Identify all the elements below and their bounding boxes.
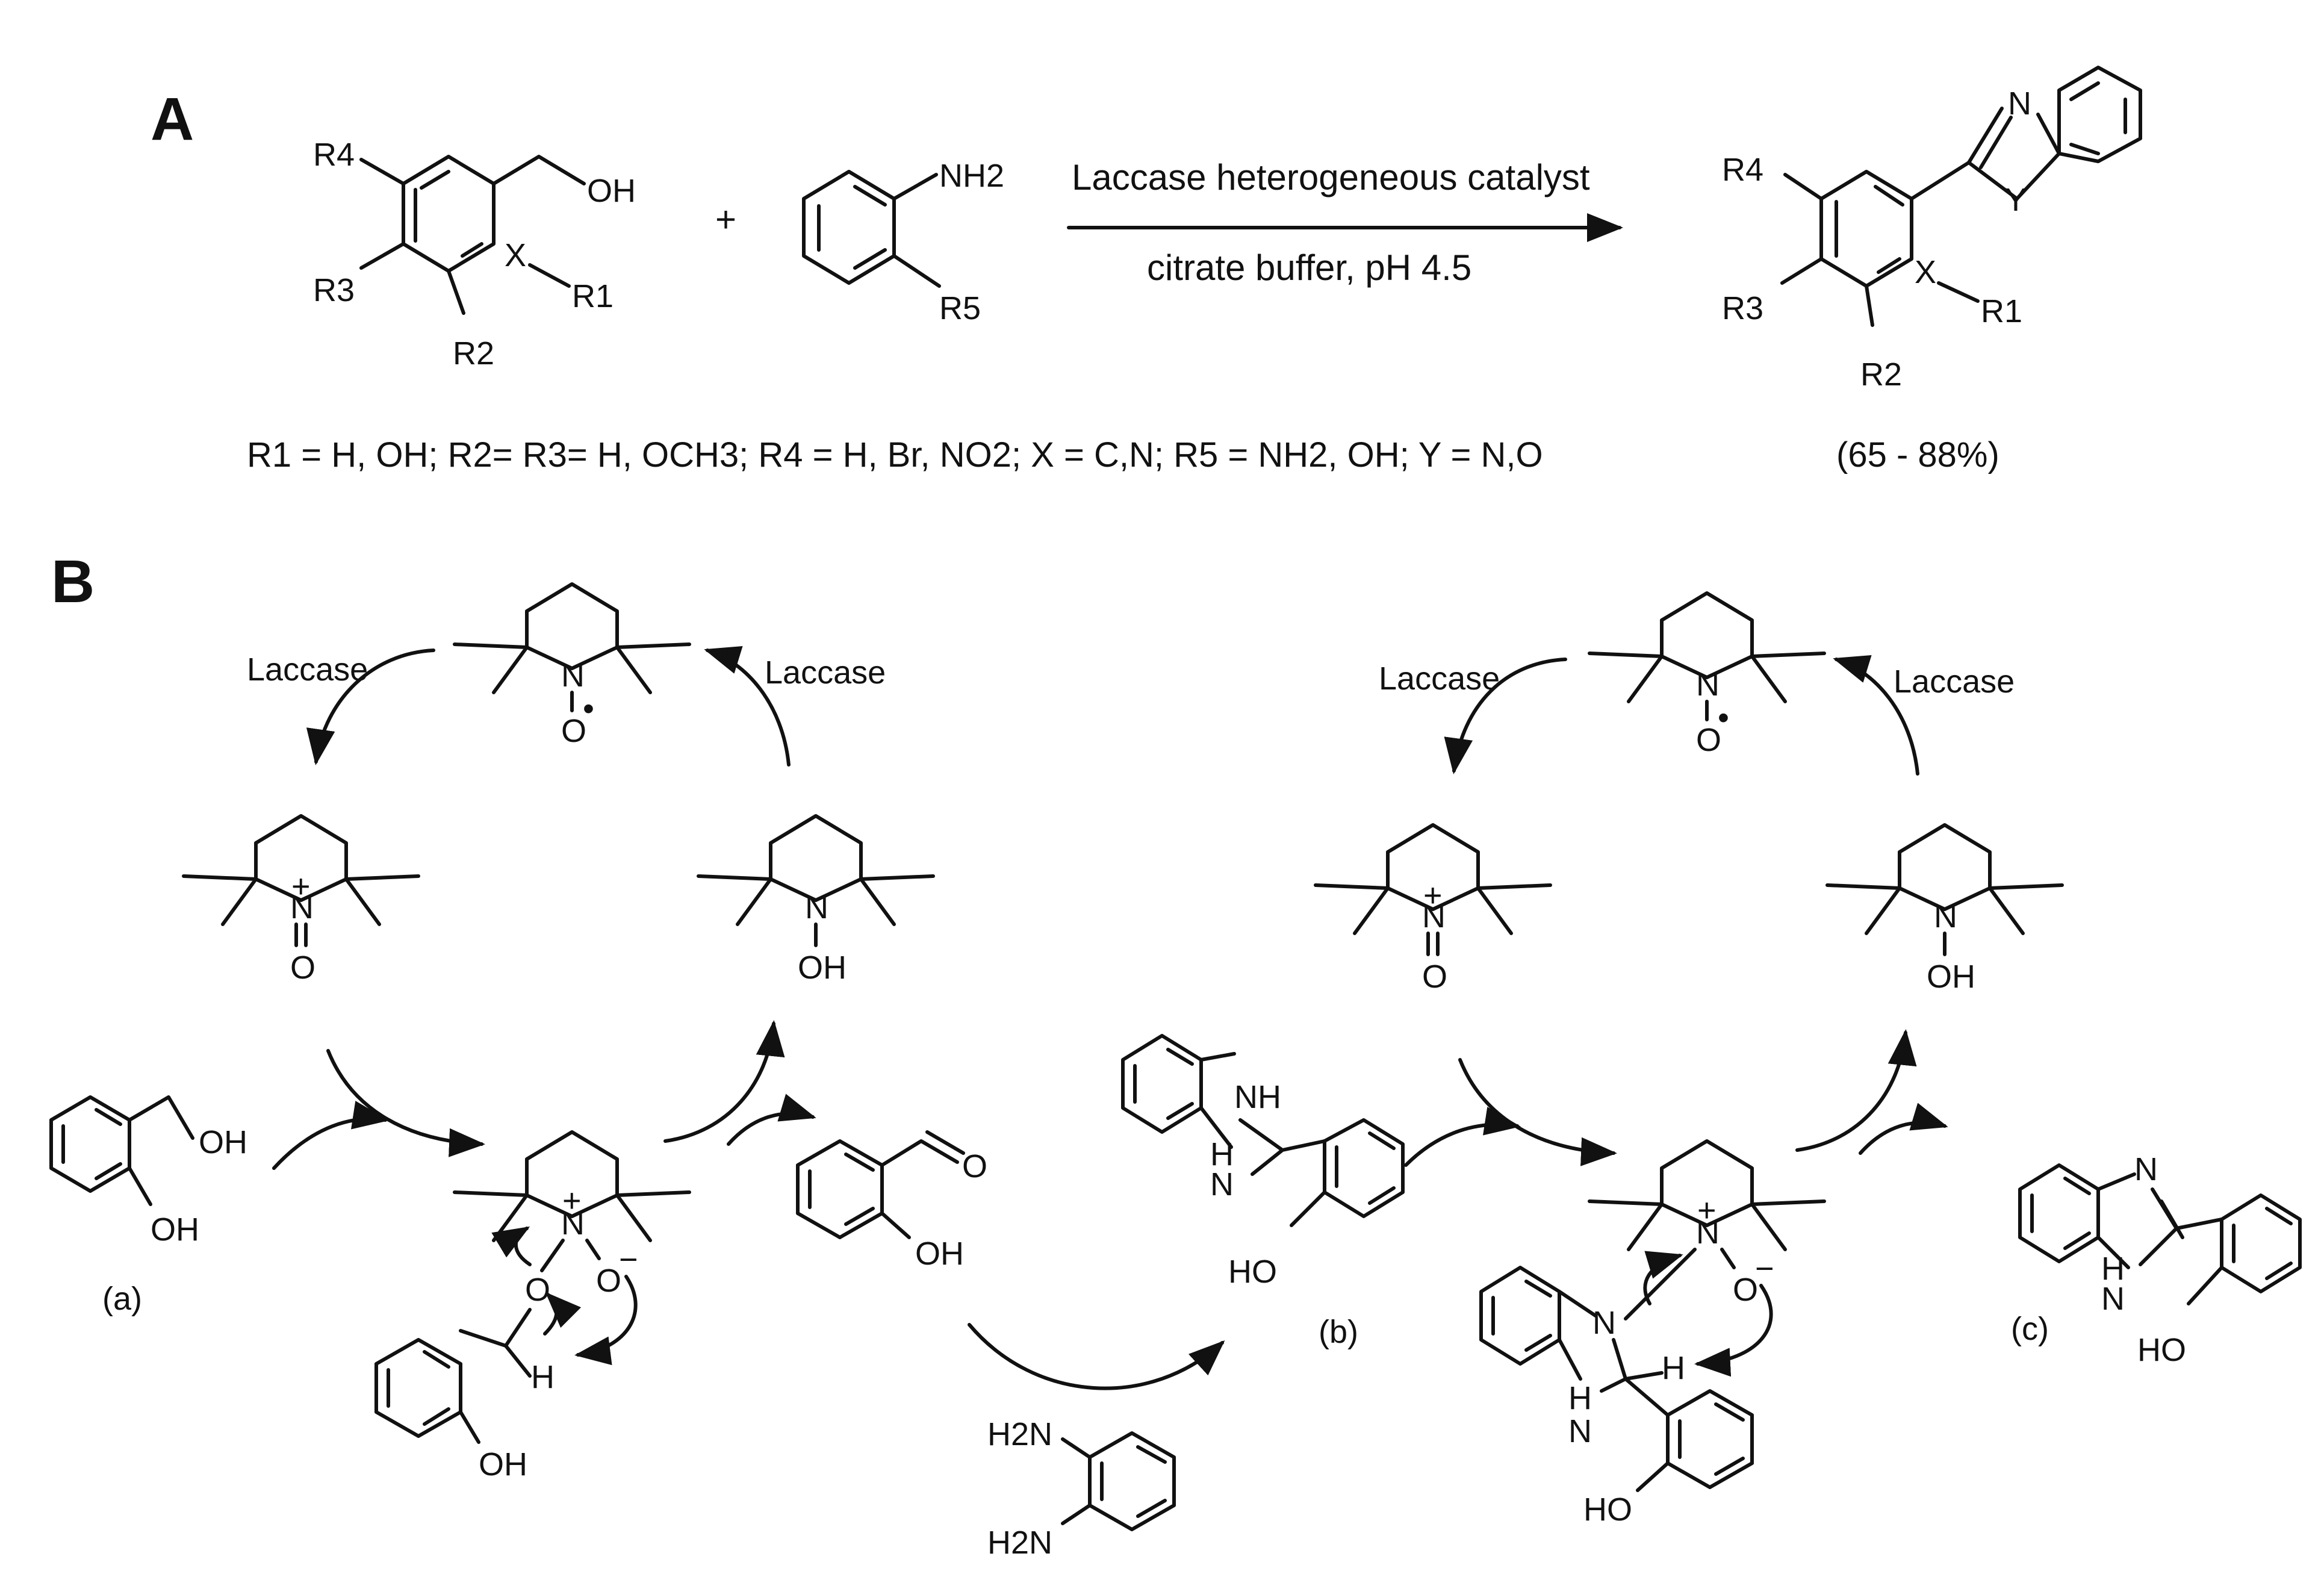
alkoxyamine-intermediate: N + O − O H OH [374, 1132, 689, 1482]
radical-dot: • [1718, 700, 1729, 736]
atom-r2: R2 [1860, 356, 1902, 393]
atom-h: H [1662, 1350, 1685, 1386]
hydroxylamine: N OH [1827, 825, 2062, 995]
atom-x: X [505, 237, 526, 273]
hydride-transfer-intermediate: N + O − N H H N HO [1479, 1141, 1824, 1528]
atom-ho: HO [2137, 1332, 2186, 1368]
atom-h: H [531, 1359, 555, 1395]
atom-o: O [962, 1148, 987, 1184]
charge-plus: + [1423, 877, 1443, 913]
atom-n: N [1696, 1215, 1720, 1251]
substrate-salicyl-alcohol: OH OH (a) [49, 1095, 247, 1317]
atom-oh: OH [798, 950, 847, 986]
atom-o: O [1422, 959, 1447, 995]
left-cycle: N O • N + O N OH Laccase Laccase [49, 584, 987, 1482]
atom-h: H [1568, 1380, 1592, 1416]
tempo-radical: N O • [1589, 593, 1824, 758]
charge-minus: − [619, 1242, 638, 1278]
atom-n: N [1210, 1166, 1234, 1202]
panel-b-label: B [51, 548, 95, 615]
atom-oh: OH [915, 1236, 964, 1272]
conditions-bottom: citrate buffer, pH 4.5 [1147, 247, 1471, 288]
atom-n: N [561, 658, 585, 694]
product-benzazole: N Y X R1 R4 R3 R2 [1722, 66, 2142, 393]
panel-b: B N O • N + O N OH Laccase Laccase [49, 548, 2302, 1561]
atom-r3: R3 [1722, 290, 1763, 326]
atom-n: N [2101, 1281, 2125, 1317]
tempo-radical: N O • [455, 584, 689, 749]
atom-n: N [1696, 667, 1720, 703]
atom-h2n: H2N [987, 1525, 1052, 1561]
salicylaldehyde: O OH [796, 1130, 987, 1272]
atom-n: N [1568, 1413, 1592, 1449]
substituent-definitions: R1 = H, OH; R2= R3= H, OCH3; R4 = H, Br,… [247, 435, 1543, 474]
plus-sign: + [715, 199, 736, 240]
atom-o: O [1696, 722, 1721, 758]
atom-oh: OH [151, 1212, 199, 1248]
atom-r1: R1 [1981, 293, 2022, 329]
oxoammonium-cation: N + O [1316, 825, 1550, 995]
right-cycle: N O • N + O N OH Laccase Laccase N [1316, 593, 2062, 1528]
charge-plus: + [1697, 1192, 1717, 1228]
atom-r1: R1 [572, 278, 614, 314]
atom-ho: HO [1583, 1492, 1632, 1528]
reactant-aniline: NH2 R5 [802, 158, 1004, 326]
panel-a: A OH X R1 R4 R3 R2 + NH2 R5 Laccase hete… [151, 66, 2142, 474]
benzimidazole-product-c: N H N HO (c) [2011, 1151, 2302, 1368]
charge-minus: − [1755, 1251, 1774, 1287]
benzimidazoline-b: NH H N HO (b) [1121, 1034, 1405, 1350]
atom-h: H [1210, 1136, 1234, 1172]
atom-y: Y [2005, 182, 2027, 218]
radical-dot: • [583, 691, 594, 727]
charge-plus: + [291, 868, 311, 904]
reaction-arrow: Laccase heterogeneous catalyst citrate b… [1067, 157, 1623, 288]
laccase-label: Laccase [765, 655, 886, 691]
reactant-benzyl-alcohol: OH X R1 R4 R3 R2 [313, 137, 636, 372]
atom-n: N [1592, 1305, 1616, 1341]
label-c: (c) [2011, 1311, 2049, 1347]
atom-o: O [525, 1272, 550, 1308]
hydroxylamine: N OH [698, 816, 933, 986]
atom-o: O [596, 1263, 621, 1299]
atom-r4: R4 [1722, 152, 1763, 188]
atom-ho: HO [1228, 1254, 1277, 1290]
atom-r5: R5 [939, 290, 981, 326]
laccase-label: Laccase [247, 652, 368, 688]
atom-r4: R4 [313, 137, 355, 173]
atom-h2n: H2N [987, 1416, 1052, 1452]
label-b: (b) [1319, 1314, 1358, 1350]
label-a: (a) [102, 1281, 142, 1317]
o-phenylenediamine: H2N H2N [987, 1416, 1176, 1561]
atom-nh: NH [1234, 1079, 1281, 1115]
atom-oh: OH [199, 1124, 247, 1160]
atom-r3: R3 [313, 272, 355, 308]
atom-o: O [290, 950, 315, 986]
atom-n: N [2008, 86, 2031, 122]
atom-o: O [1733, 1272, 1758, 1308]
atom-n: N [290, 889, 314, 925]
laccase-label: Laccase [1379, 661, 1500, 697]
atom-o: O [561, 713, 586, 749]
atom-h: H [2101, 1251, 2125, 1287]
atom-n: N [805, 889, 828, 925]
atom-oh: OH [1927, 959, 1975, 995]
atom-nh2: NH2 [939, 158, 1004, 194]
panel-a-label: A [151, 86, 194, 153]
oxoammonium-cation: N + O [184, 816, 418, 986]
atom-n: N [561, 1205, 585, 1242]
atom-oh: OH [479, 1446, 527, 1482]
atom-n: N [1934, 898, 1957, 935]
conditions-top: Laccase heterogeneous catalyst [1072, 157, 1590, 198]
atom-n: N [1422, 898, 1446, 935]
yield-range: (65 - 88%) [1836, 435, 1999, 474]
laccase-label: Laccase [1894, 664, 2015, 700]
atom-n: N [2134, 1151, 2158, 1187]
charge-plus: + [562, 1183, 582, 1219]
atom-x: X [1915, 254, 1936, 290]
atom-oh: OH [587, 173, 636, 209]
atom-r2: R2 [453, 335, 494, 372]
